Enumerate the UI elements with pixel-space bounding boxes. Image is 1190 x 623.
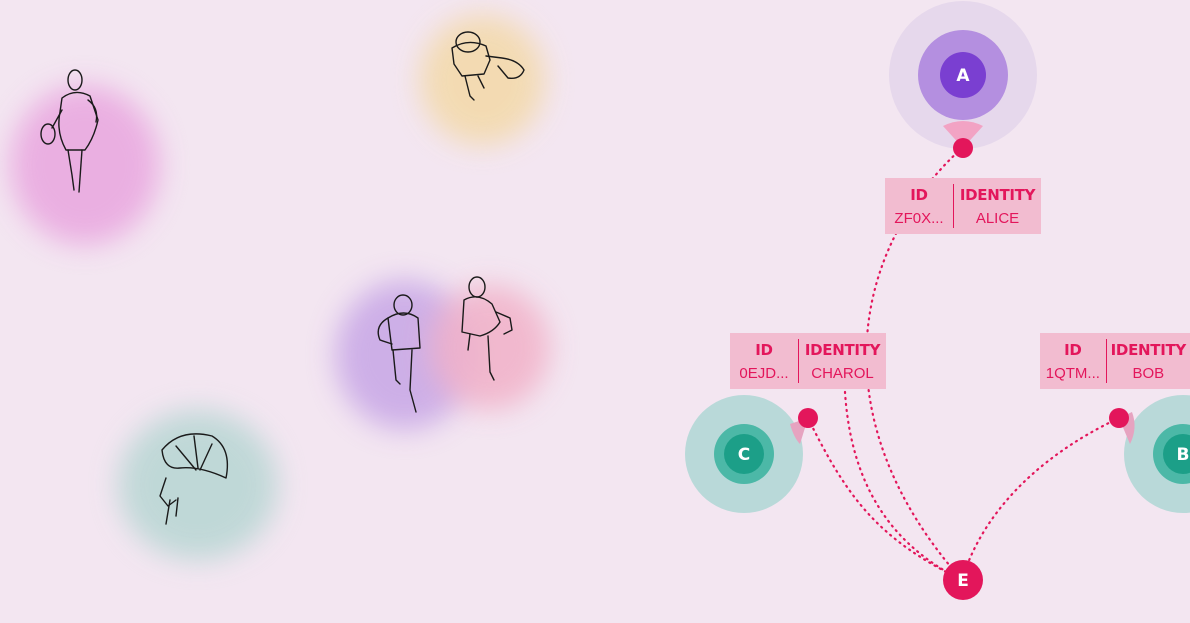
identity-card-charol[interactable]: ID 0EJD... IDENTITY CHAROL: [730, 333, 886, 389]
link-c-e: [806, 416, 964, 582]
id-header: ID: [910, 185, 928, 204]
link-b-e: [960, 416, 1121, 582]
identity-card-alice[interactable]: ID ZF0X... IDENTITY ALICE: [885, 178, 1041, 234]
node-c-label: C: [738, 445, 750, 465]
sensor-dot: [1109, 408, 1129, 428]
blob-yellow: [420, 15, 545, 145]
signal-wedge: [1119, 412, 1135, 444]
node-e[interactable]: [943, 560, 983, 600]
sensor-dot: [798, 408, 818, 428]
identity-header: IDENTITY: [804, 340, 881, 359]
id-header: ID: [755, 340, 773, 359]
id-value: 1QTM...: [1045, 364, 1100, 382]
identity-value: CHAROL: [811, 364, 874, 382]
id-value: ZF0X...: [894, 209, 944, 227]
node-a-label: A: [956, 66, 970, 86]
sensor-dot: [953, 138, 973, 158]
node-e-label: E: [957, 571, 969, 591]
blob-teal: [118, 410, 278, 560]
node-b[interactable]: [1109, 395, 1190, 513]
blob-pink: [10, 85, 160, 245]
identity-header: IDENTITY: [959, 185, 1036, 204]
signal-wedge: [943, 121, 983, 148]
node-b-label: B: [1177, 445, 1190, 465]
id-value: 0EJD...: [739, 364, 789, 382]
id-header: ID: [1064, 340, 1082, 359]
identity-header: IDENTITY: [1110, 340, 1187, 359]
identity-value: ALICE: [975, 209, 1020, 227]
link-card-e: [843, 390, 964, 582]
signal-wedge: [790, 418, 808, 444]
identity-card-bob[interactable]: ID 1QTM... IDENTITY BOB: [1040, 333, 1190, 389]
blob-rose: [430, 285, 550, 410]
identity-value: BOB: [1132, 364, 1165, 382]
node-c[interactable]: [685, 395, 818, 513]
node-a[interactable]: [889, 1, 1037, 158]
